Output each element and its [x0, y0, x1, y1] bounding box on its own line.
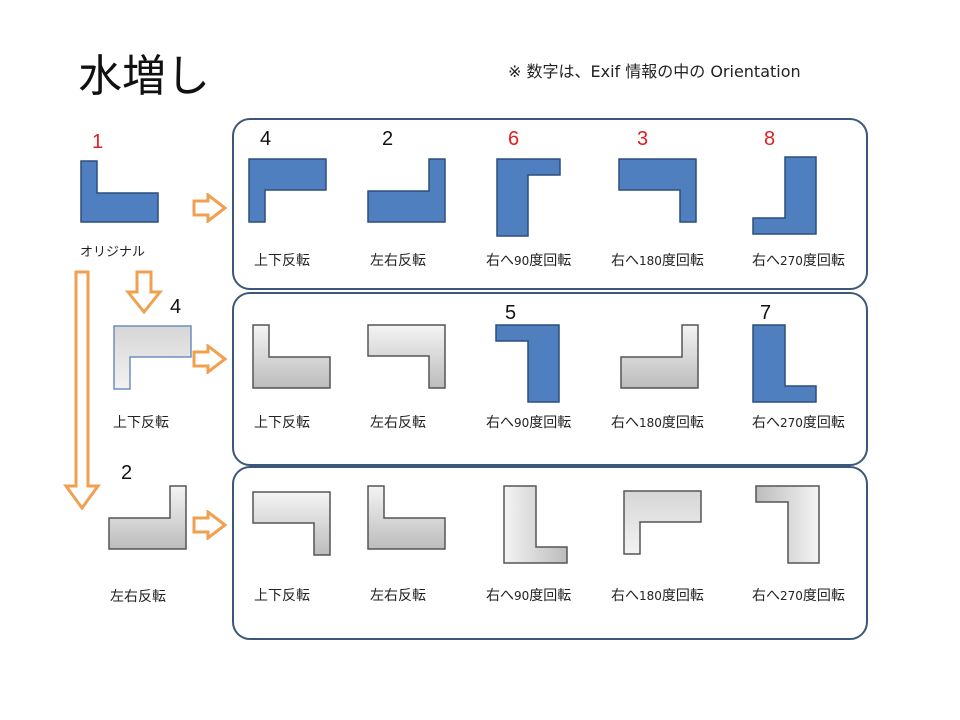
row2-number-3: 5: [505, 302, 517, 324]
row3-label-1: 上下反転: [254, 588, 310, 604]
row1-label-3: 右へ90度回転: [486, 253, 572, 269]
row3-shape-5: [755, 485, 820, 564]
left-shape-hflip: [108, 485, 187, 550]
row3-shape-4: [623, 490, 702, 555]
row1-label-5: 右へ270度回転: [752, 253, 845, 269]
row3-label-5: 右へ270度回転: [752, 588, 845, 604]
row3-shape-3: [503, 485, 568, 564]
row1-shape-3: [496, 158, 561, 237]
orientation-note: ※ 数字は、Exif 情報の中の Orientation: [508, 62, 801, 81]
row2-label-2: 左右反転: [370, 415, 426, 431]
row2-label-4: 右へ180度回転: [611, 415, 704, 431]
left-shape-vflip: [113, 325, 192, 390]
row1-label-4: 右へ180度回転: [611, 253, 704, 269]
row3-shape-1: [252, 491, 331, 556]
left-label-2: 左右反転: [110, 589, 166, 605]
arrow-right-icon: [192, 344, 228, 374]
row1-shape-1: [248, 158, 327, 223]
row3-shape-2: [367, 485, 446, 550]
row2-label-1: 上下反転: [254, 415, 310, 431]
arrow-right-icon: [192, 510, 228, 540]
row2-shape-4: [620, 324, 699, 389]
row2-shape-2: [367, 324, 446, 389]
panel-row-1: [232, 118, 868, 290]
row1-label-2: 左右反転: [370, 253, 426, 269]
row2-label-5: 右へ270度回転: [752, 415, 845, 431]
row1-number-4: 3: [637, 128, 649, 150]
row1-number-3: 6: [508, 128, 520, 150]
arrow-right-icon: [192, 193, 228, 223]
left-number-1: 4: [170, 296, 182, 318]
original-shape: [80, 160, 159, 223]
original-label: オリジナル: [80, 245, 146, 260]
row2-shape-5: [752, 324, 817, 403]
row1-shape-5: [752, 156, 817, 235]
left-number-2: 2: [121, 462, 133, 484]
arrow-down-icon: [124, 270, 164, 315]
arrow-down-long-icon: [63, 270, 101, 511]
row1-label-1: 上下反転: [254, 253, 310, 269]
original-number: 1: [92, 131, 104, 153]
row3-label-4: 右へ180度回転: [611, 588, 704, 604]
row1-number-5: 8: [764, 128, 776, 150]
row2-label-3: 右へ90度回転: [486, 415, 572, 431]
row2-shape-1: [252, 324, 331, 389]
left-label-1: 上下反転: [113, 415, 169, 431]
row2-shape-3: [495, 324, 560, 403]
row1-number-2: 2: [382, 128, 394, 150]
page-title: 水増し: [78, 51, 210, 102]
row3-label-3: 右へ90度回転: [486, 588, 572, 604]
row1-shape-2: [367, 158, 446, 223]
row2-number-5: 7: [760, 302, 772, 324]
row3-label-2: 左右反転: [370, 588, 426, 604]
row1-shape-4: [618, 158, 697, 223]
row1-number-1: 4: [260, 128, 272, 150]
